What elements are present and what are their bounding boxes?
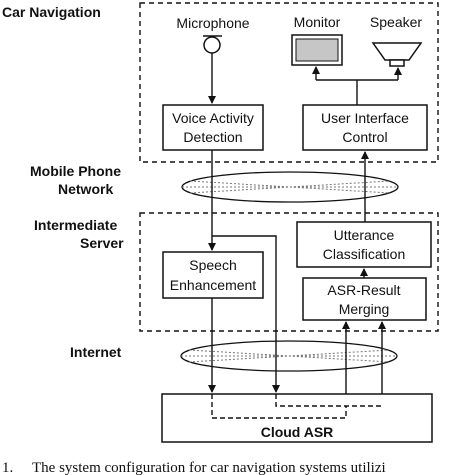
- section-label-mobile-network-1: Mobile Phone: [30, 163, 121, 179]
- internet-symbol: [180, 340, 398, 372]
- caption-text: The system configuration for car navigat…: [32, 460, 386, 475]
- section-label-car-navigation: Car Navigation: [2, 4, 101, 20]
- monitor-icon: [291, 34, 343, 66]
- uic-label-line-1: User Interface: [321, 110, 409, 126]
- raw-speech-to-cloud-arrow: [212, 235, 280, 393]
- speaker-label: Speaker: [370, 14, 422, 30]
- section-label-internet: Internet: [70, 344, 122, 360]
- utterance-classification-block: [296, 221, 432, 268]
- classification-label-line-1: Utterance: [334, 227, 395, 243]
- cloud-internal-path-2: [275, 394, 382, 407]
- uic-label-line-2: Control: [342, 129, 387, 145]
- speaker-icon: [371, 42, 423, 67]
- merging-label-line-1: ASR-Result: [327, 282, 400, 298]
- microphone-icon: [203, 35, 222, 54]
- cloud-asr-label: Cloud ASR: [261, 424, 334, 440]
- speech-enhancement-label-line-2: Enhancement: [170, 277, 257, 293]
- vad-label-line-2: Detection: [183, 129, 242, 145]
- car-navigation-region: [139, 2, 439, 163]
- classification-label-line-2: Classification: [323, 246, 405, 262]
- monitor-label: Monitor: [294, 14, 341, 30]
- intermediate-server-region: [139, 212, 439, 332]
- asr-result-merging-block: [302, 277, 427, 321]
- speech-enhancement-label-line-1: Speech: [189, 257, 236, 273]
- speech-enhancement-block: [162, 251, 264, 299]
- voice-activity-detection-block: [162, 104, 264, 151]
- vad-label-line-1: Voice Activity: [172, 110, 254, 126]
- caption-number: 1.: [2, 460, 13, 475]
- user-interface-control-block: [302, 104, 428, 151]
- section-label-mobile-network-2: Network: [58, 181, 113, 197]
- section-label-intermediate-server-2: Server: [80, 235, 124, 251]
- microphone-label: Microphone: [176, 15, 249, 31]
- cloud-internal-path-1: [211, 394, 347, 419]
- section-label-intermediate-server-1: Intermediate: [34, 217, 117, 233]
- mobile-network-symbol: [181, 171, 399, 203]
- merging-label-line-2: Merging: [339, 301, 390, 317]
